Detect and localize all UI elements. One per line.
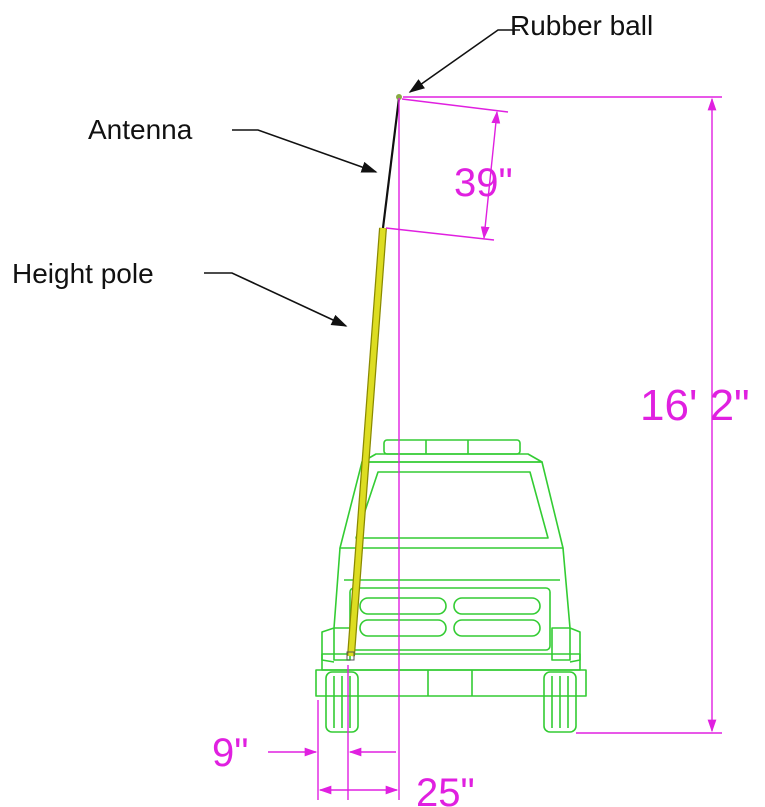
- pole-assembly: [346, 94, 402, 661]
- antenna-length-value: 39": [454, 161, 513, 205]
- antenna-label: Antenna: [88, 114, 193, 145]
- height-pole-leader: [204, 272, 348, 327]
- antenna-dimension-line: [480, 110, 501, 240]
- roof-rack: [383, 439, 521, 455]
- cab-outline: [339, 461, 564, 549]
- bumper: [315, 669, 587, 697]
- windshield: [355, 471, 549, 539]
- height-pole-label: Height pole: [12, 258, 154, 289]
- top-offset-value: 25": [416, 771, 475, 807]
- antenna: [381, 97, 401, 229]
- left-tire: [325, 671, 359, 733]
- height-pole: [348, 227, 386, 657]
- rubber-ball: [396, 94, 402, 100]
- total-height-value: 16' 2": [640, 381, 750, 430]
- dimension-lines: [268, 96, 722, 800]
- rubber-ball-label: Rubber ball: [510, 10, 653, 41]
- body-left-side: [321, 547, 341, 663]
- rubber-ball-leader: [408, 29, 520, 93]
- antenna-leader: [232, 129, 378, 173]
- body-right-side: [562, 547, 581, 663]
- right-tire: [543, 671, 577, 733]
- pole-offset-value: 9": [212, 731, 248, 775]
- leader-lines: [204, 29, 520, 327]
